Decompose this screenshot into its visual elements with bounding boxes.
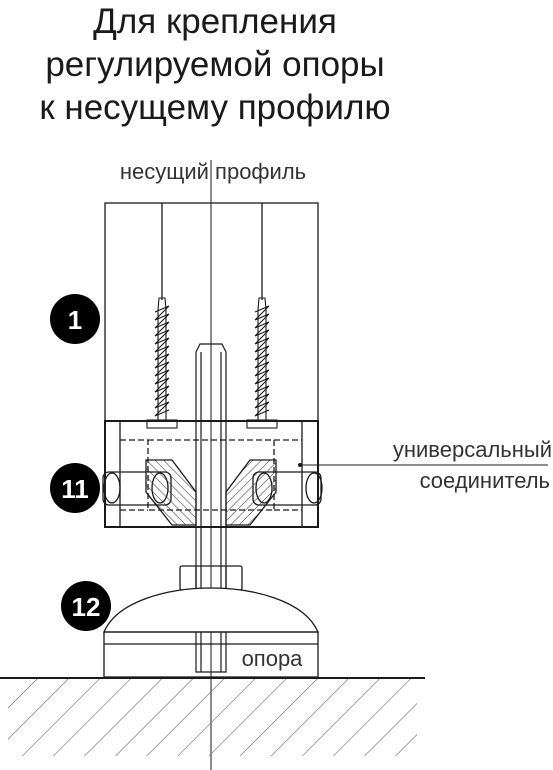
badge-12: 12 (61, 581, 111, 631)
floor-hatch (8, 679, 417, 756)
badge-12-text: 12 (72, 592, 101, 622)
connector-label-line-1: универсальный (393, 437, 552, 462)
diagram-title: Для крепления регулируемой опоры к несущ… (0, 0, 430, 129)
support-foot (103, 587, 319, 678)
badge-1-text: 1 (68, 305, 82, 335)
badge-11-text: 11 (61, 474, 89, 504)
badge-1: 1 (50, 294, 100, 344)
connector-leader-dot (298, 463, 302, 467)
profile-label: несущий профиль (120, 159, 306, 184)
universal-connector (102, 420, 323, 528)
badge-11: 11 (50, 463, 100, 513)
connector-label-line-2: соединитель (420, 468, 550, 493)
title-line-2: регулируемой опоры (45, 45, 385, 84)
screw-left (146, 297, 178, 429)
support-label: опора (242, 646, 304, 671)
title-line-1: Для крепления (93, 2, 337, 41)
right-wedge (225, 459, 277, 526)
title-line-3: к несущему профилю (39, 88, 391, 127)
left-wedge (145, 459, 197, 526)
screw-right (246, 297, 278, 429)
